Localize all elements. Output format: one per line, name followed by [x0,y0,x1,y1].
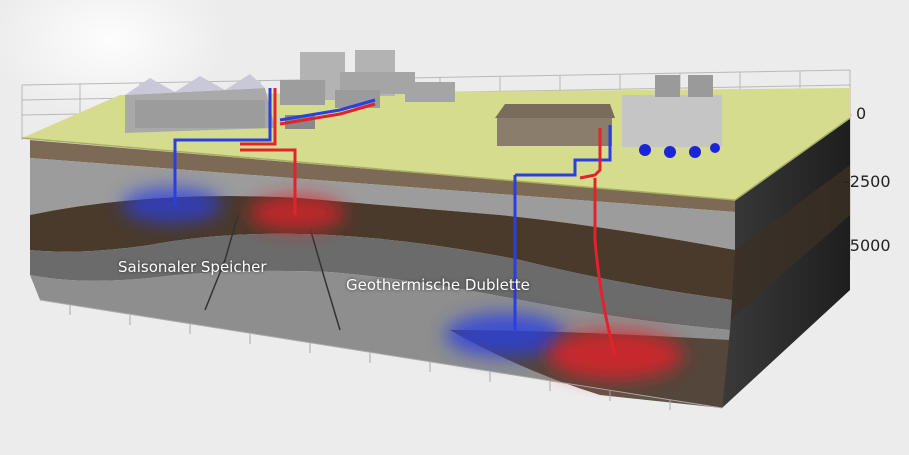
cold-plume-doublet [445,313,565,357]
depth-tick-5000: -5000 [844,236,891,255]
building-greenhouse [125,74,275,133]
layer-dark-gray [30,233,732,330]
building-shed [495,104,615,146]
label-seasonal-storage: Saisonaler Speicher [118,258,267,276]
fault-line-right [309,227,341,331]
light-glare [0,0,230,120]
cold-plume-storage [122,187,222,223]
layer-sediment-top [30,140,735,212]
bottom-edge-ticks [39,299,723,410]
hot-plume-storage [249,195,345,231]
depth-tick-0: 0 [856,104,867,123]
front-face [30,140,735,408]
pump-icon [639,143,720,158]
reservoir-clouds [122,187,683,380]
pipes-seasonal-storage [173,88,376,215]
hot-plume-doublet [547,330,683,380]
fault-line-left [204,214,239,311]
side-layer-brown [730,165,850,320]
surface-edge [21,117,851,201]
label-geothermal-doublet: Geothermische Dublette [346,276,530,294]
building-houses [335,72,455,108]
layer-brown-middle [30,196,735,300]
depth-tick-2500: -2500 [844,172,891,191]
power-plant [622,75,722,158]
layer-gray-upper [30,158,735,250]
